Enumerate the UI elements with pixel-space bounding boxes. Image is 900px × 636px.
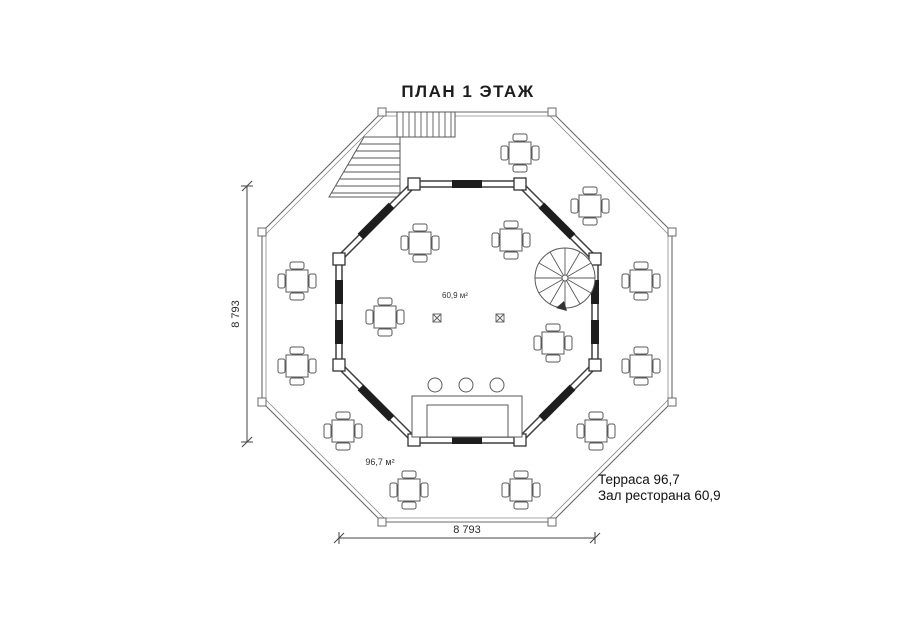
column-marker (432, 313, 442, 323)
windows (335, 180, 599, 444)
interior-columns (432, 313, 505, 323)
bar-counter (411, 377, 523, 438)
terrace-area-label: 96,7 м² (365, 457, 394, 467)
plan-title: ПЛАН 1 ЭТАЖ (401, 82, 534, 101)
dimension-left-label: 8 793 (230, 300, 242, 328)
terrace-corner-posts (257, 107, 677, 527)
bar-stool (458, 377, 474, 393)
spiral-staircase (534, 247, 596, 311)
dimension-bottom-label: 8 793 (453, 524, 481, 536)
dimension-bottom: 8 793 (333, 524, 601, 544)
legend-terrace: Терраса 96,7 (598, 472, 680, 487)
column-marker (495, 313, 505, 323)
legend-hall: Зал ресторана 60,9 (598, 488, 721, 503)
hall-area-label: 60,9 м² (442, 291, 468, 300)
wall-columns (332, 177, 602, 447)
staircase (328, 111, 456, 198)
dimension-left: 8 793 (230, 180, 253, 448)
bar-stool (489, 377, 505, 393)
stair-direction-arrow (556, 301, 567, 311)
bar-stool (427, 377, 443, 393)
legend: Терраса 96,7 Зал ресторана 60,9 (598, 472, 721, 503)
